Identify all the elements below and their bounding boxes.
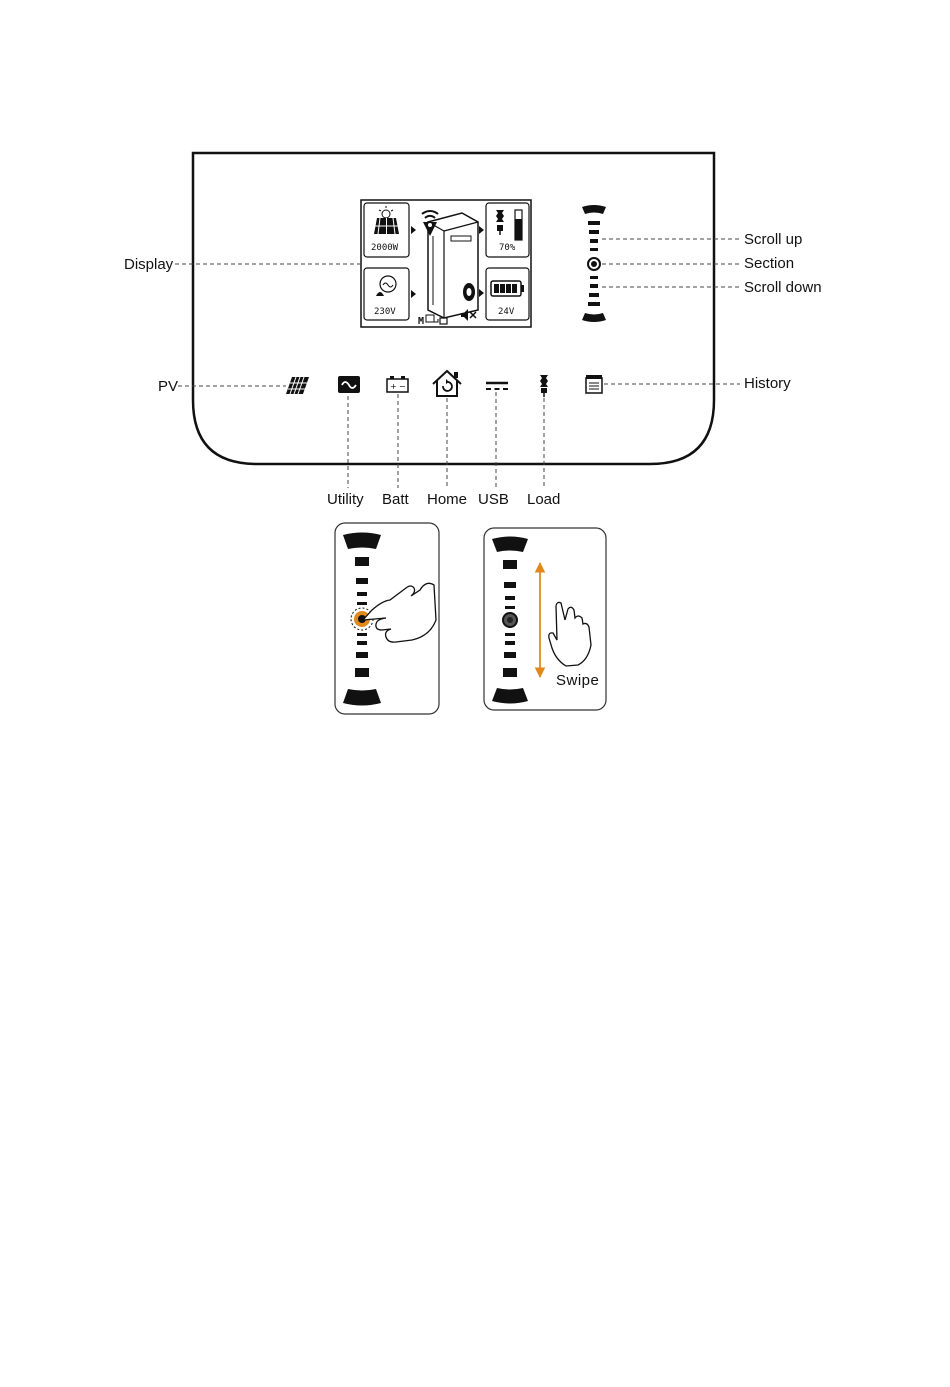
callout-utility: Utility <box>327 492 364 507</box>
flow-arrow-utility <box>411 290 416 298</box>
scroll-down-cap <box>582 313 606 322</box>
screen-bulb-icon <box>496 210 504 235</box>
screen-utility-icon <box>376 276 396 296</box>
callout-scroll-down: Scroll down <box>744 280 822 295</box>
solar-panel-icon <box>286 377 309 394</box>
screen-inverter-icon <box>428 213 478 318</box>
ac-wave-icon <box>338 376 360 393</box>
pointing-hand-icon <box>363 583 436 642</box>
callout-batt: Batt <box>382 492 409 507</box>
callout-usb: USB <box>478 492 509 507</box>
flow-arrow-load <box>479 226 484 234</box>
leader-lines <box>175 239 740 488</box>
screen-utility-voltage: 230V <box>374 308 396 317</box>
wifi-icon <box>422 211 438 236</box>
callout-pv: PV <box>158 379 178 394</box>
screen-sun-icon <box>379 206 393 218</box>
screen-pv-power: 2000W <box>371 244 398 253</box>
swipe-hand-icon <box>549 602 591 666</box>
screen-load-percent: 70% <box>499 244 515 253</box>
svg-text:−: − <box>399 382 406 391</box>
home-icon <box>433 371 461 396</box>
swipe-label: Swipe <box>556 672 599 689</box>
battery-icon: + − <box>387 376 408 392</box>
screen-battery-icon <box>491 281 524 296</box>
flow-arrow-battery <box>479 289 484 297</box>
dc-icon <box>486 383 508 389</box>
panel-diagram: M <box>0 0 950 760</box>
flow-arrow-pv <box>411 226 416 234</box>
tap-gesture-box <box>335 523 439 714</box>
screen-solar-panel-icon <box>374 218 399 234</box>
callout-load: Load <box>527 492 560 507</box>
svg-text:+: + <box>390 382 397 391</box>
svg-text:M: M <box>418 316 424 327</box>
callout-home: Home <box>427 492 467 507</box>
callout-scroll-up: Scroll up <box>744 232 802 247</box>
screen-load-bar <box>515 210 522 240</box>
scroll-up-cap <box>582 205 606 214</box>
callout-display: Display <box>124 257 173 272</box>
callout-history: History <box>744 376 791 391</box>
history-icon <box>586 375 602 393</box>
screen-battery-voltage: 24V <box>498 308 514 317</box>
bulb-icon <box>540 375 548 397</box>
callout-section: Section <box>744 256 794 271</box>
